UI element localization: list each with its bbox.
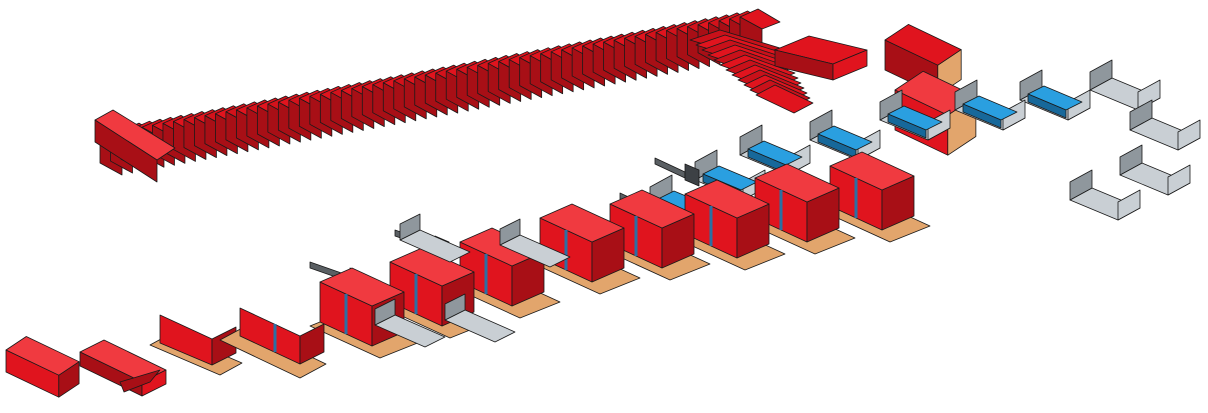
carton-erecting-flat [774,35,868,81]
tray-blue-6 [694,149,766,201]
grey-tray-empty [499,218,571,268]
tray-blue-4 [809,109,881,161]
closing-side [141,369,167,397]
red-end [299,323,325,365]
pusher-rod [654,157,686,179]
closing-flap [119,369,161,393]
flat-carton-stack [94,8,814,183]
tray-blue-2 [954,79,1026,131]
carton-top-face [609,189,695,229]
carton-top-face [684,179,770,219]
tray-far-1 [1089,59,1161,111]
tray-back-wall [1129,99,1153,131]
product-block-side [887,113,927,139]
grey-tray-empty [399,213,471,263]
tray-back-wall [1069,169,1093,201]
carton-top-face [884,24,962,66]
insertion-pusher-arm [654,157,700,187]
product-block-side [962,103,1002,129]
stack-bend [689,29,814,114]
middle-row-filling [309,151,931,359]
stack-end-block [94,109,176,183]
carton-closed-final [5,336,80,398]
tray-wall [444,293,466,321]
tray-wall [499,218,521,246]
product-block-side [1027,93,1067,119]
carton-closing-flaps [79,339,167,397]
erect-panel-side [832,49,868,81]
tray-blue-3 [879,89,951,141]
carton-filling-7 [674,179,786,271]
carton-filling-6 [599,189,711,281]
tray-front-wall [1117,189,1141,221]
carton-filling-8 [744,163,856,255]
tray-front-wall [1177,119,1201,151]
carton-top-face [829,151,915,191]
stack-end-front [94,119,158,183]
carton-top-face [539,203,625,243]
tray-far-3 [1119,144,1191,196]
carton-top-face [389,247,475,287]
carton-filling-4 [449,227,561,319]
tray-back-wall [1089,59,1113,91]
grey-tray-empty [374,298,446,348]
tray-back-wall [1119,144,1143,176]
tray-far-2 [1129,99,1201,151]
carton-top-face [5,336,80,376]
tray-wall [374,298,396,326]
tray-blue-1 [1019,69,1091,121]
carton-top-face [319,267,405,307]
carton-filling-9 [819,151,931,243]
tray-blue-5 [739,124,811,176]
grey-tray-empty [444,293,516,343]
bend-blank [755,84,814,114]
pusher-head [684,163,700,187]
carton-glue-seam [219,307,327,379]
bottom-row-closing [5,307,327,398]
carton-top-face [754,163,840,203]
tray-front-wall [1167,164,1191,196]
tray-wall [399,213,421,241]
tray-front-wall [1137,79,1161,111]
carton-tan-flap-open [149,314,243,376]
tray-far-4 [1069,169,1141,221]
